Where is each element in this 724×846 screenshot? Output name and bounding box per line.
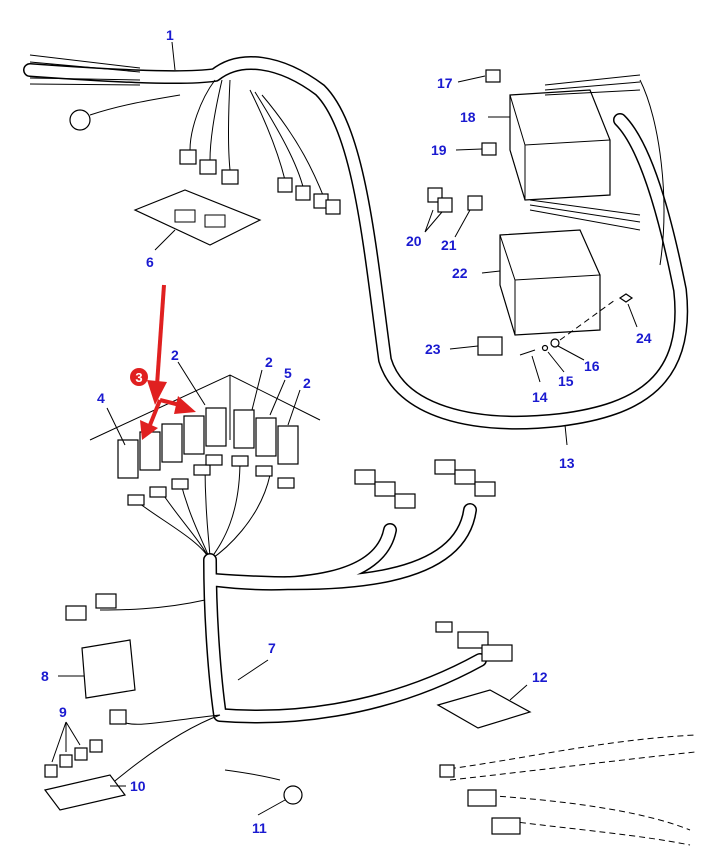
callout-14: 14 bbox=[532, 389, 548, 405]
callout-7: 7 bbox=[268, 640, 276, 656]
fuse-block-10 bbox=[43, 774, 127, 811]
callout-17: 17 bbox=[437, 75, 453, 91]
fuse-box-lower bbox=[499, 199, 641, 336]
callout-2b: 2 bbox=[265, 354, 273, 370]
relay-21 bbox=[467, 195, 483, 211]
relay-23 bbox=[477, 336, 503, 356]
board-12 bbox=[436, 689, 532, 729]
callout-10: 10 bbox=[130, 778, 146, 794]
relay-panel bbox=[89, 374, 321, 561]
lower-harness-cable bbox=[65, 459, 513, 786]
nut-24 bbox=[618, 293, 634, 303]
socket-11 bbox=[283, 785, 303, 805]
callout-13: 13 bbox=[559, 455, 575, 471]
leader-lines bbox=[51, 41, 638, 816]
callout-8: 8 bbox=[41, 668, 49, 684]
callout-11: 11 bbox=[252, 820, 267, 836]
relays-9 bbox=[44, 739, 103, 778]
callout-22: 22 bbox=[452, 265, 468, 281]
callout-labels: 1 17 18 19 20 21 22 23 24 16 15 14 13 6 … bbox=[41, 27, 652, 836]
highlight-arrows bbox=[140, 284, 196, 440]
fuse-17 bbox=[485, 69, 501, 83]
callout-2c: 2 bbox=[303, 375, 311, 391]
callout-16: 16 bbox=[584, 358, 600, 374]
badge-label: 3 bbox=[135, 370, 142, 385]
callout-9: 9 bbox=[59, 704, 67, 720]
callout-5: 5 bbox=[284, 365, 292, 381]
callout-24: 24 bbox=[636, 330, 652, 346]
relay-8 bbox=[81, 639, 136, 699]
washer-15 bbox=[541, 344, 549, 352]
callout-12: 12 bbox=[532, 669, 548, 685]
callout-23: 23 bbox=[425, 341, 441, 357]
callout-21: 21 bbox=[441, 237, 457, 253]
mounting-plate bbox=[133, 189, 262, 246]
callout-18: 18 bbox=[460, 109, 476, 125]
callout-19: 19 bbox=[431, 142, 447, 158]
callout-15: 15 bbox=[558, 373, 574, 389]
washer-16 bbox=[550, 338, 560, 348]
main-harness-cable bbox=[23, 54, 689, 430]
relay-20b bbox=[437, 197, 453, 213]
screw-14 bbox=[519, 349, 536, 356]
dashed-harness bbox=[439, 734, 696, 846]
callout-20: 20 bbox=[406, 233, 422, 249]
fuse-19 bbox=[481, 142, 497, 156]
callout-2a: 2 bbox=[171, 347, 179, 363]
highlight-badge: 3 bbox=[130, 368, 148, 386]
callout-1: 1 bbox=[166, 27, 174, 43]
callout-6: 6 bbox=[146, 254, 154, 270]
fuse-box-upper bbox=[509, 74, 665, 266]
callout-4: 4 bbox=[97, 390, 105, 406]
